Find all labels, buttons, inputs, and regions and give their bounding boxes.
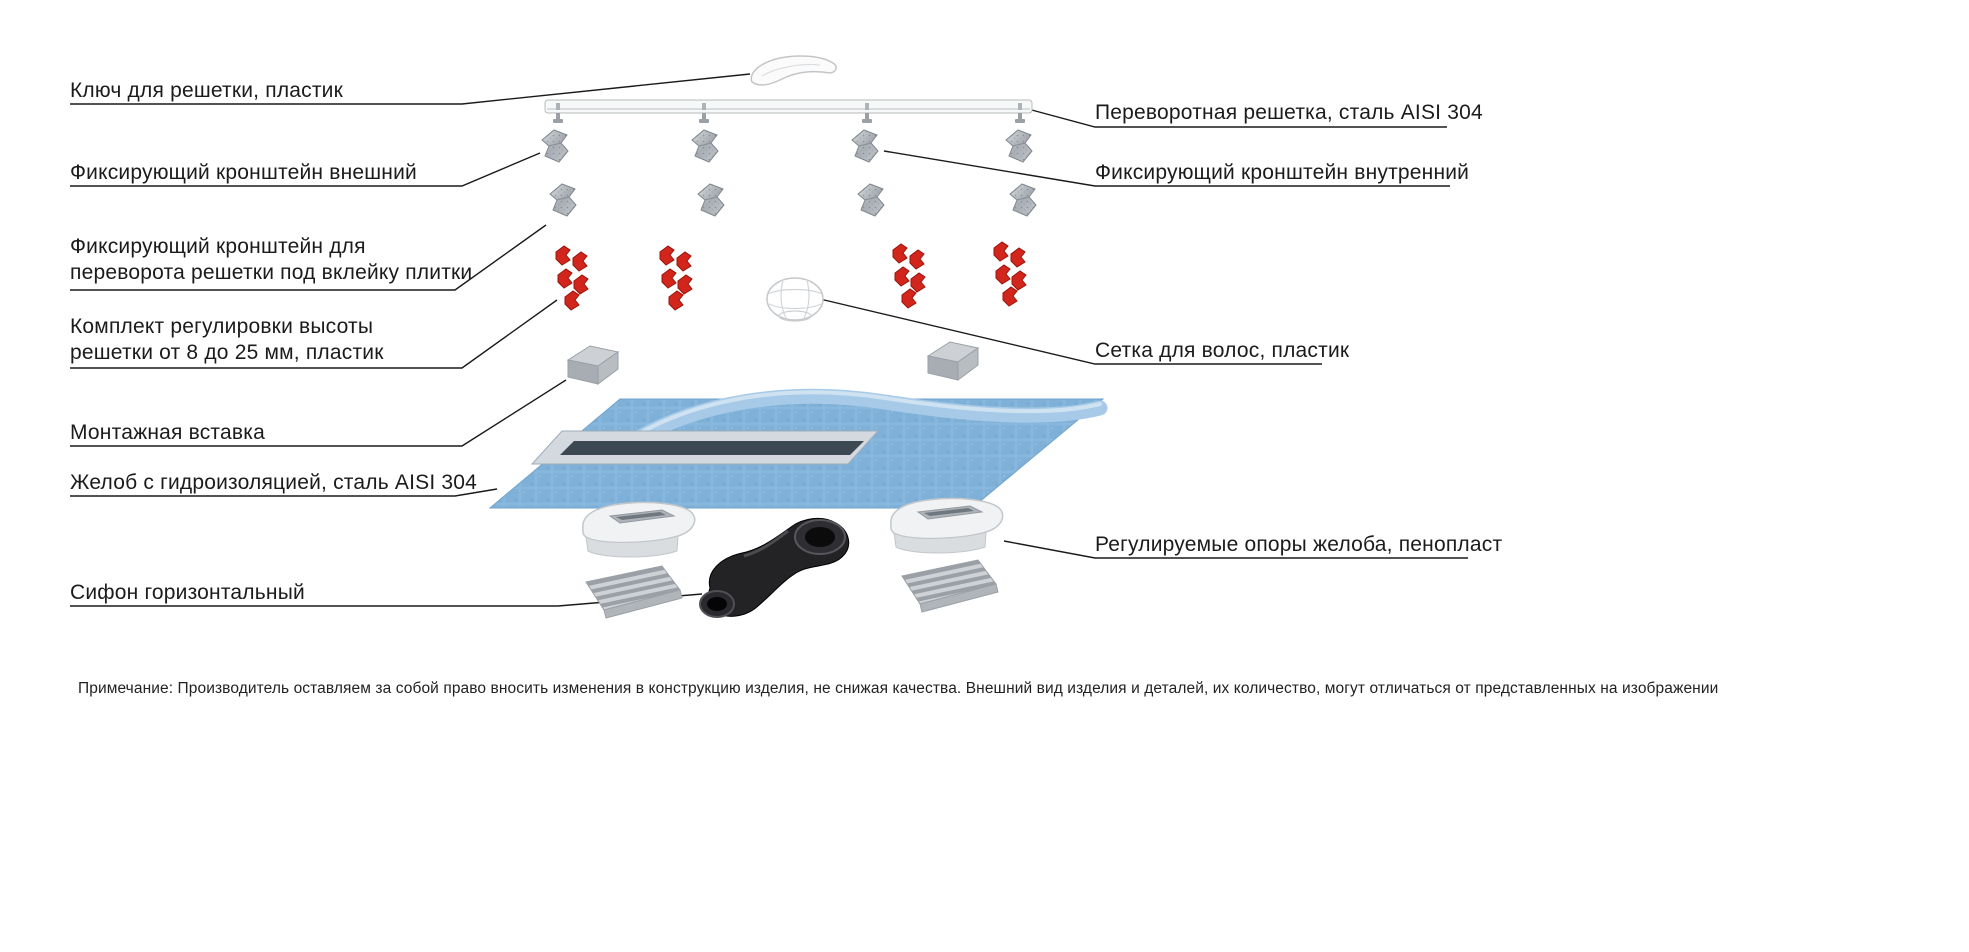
label-bracket-outer: Фиксирующий кронштейн внешний bbox=[70, 161, 417, 184]
label-grate-key: Ключ для решетки, пластик bbox=[70, 79, 343, 102]
grate-icon bbox=[544, 99, 1033, 123]
label-bracket-flip: Фиксирующий кронштейн для переворота реш… bbox=[70, 235, 473, 284]
ribbed-foam-icon bbox=[585, 559, 999, 619]
siphon-icon bbox=[699, 517, 850, 618]
mounting-insert-icon bbox=[567, 341, 979, 385]
membrane-channel-icon bbox=[488, 388, 1108, 509]
foam-support-icon bbox=[582, 497, 1004, 558]
grate-key-icon bbox=[750, 55, 837, 86]
fixing-bracket-flip-icon bbox=[549, 183, 1037, 217]
hair-net-icon bbox=[766, 277, 824, 322]
label-grate: Переворотная решетка, сталь AISI 304 bbox=[1095, 101, 1483, 124]
label-foam-supports: Регулируемые опоры желоба, пенопласт bbox=[1095, 533, 1503, 556]
label-channel-membrane: Желоб с гидроизоляцией, сталь AISI 304 bbox=[70, 471, 478, 494]
height-adjust-clips-icon bbox=[556, 242, 1026, 310]
label-hair-net: Сетка для волос, пластик bbox=[1095, 339, 1350, 362]
label-height-kit: Комплект регулировки высоты решетки от 8… bbox=[70, 315, 384, 364]
footnote: Примечание: Производитель оставляем за с… bbox=[78, 680, 1719, 697]
fixing-bracket-outer-icon bbox=[541, 129, 1033, 163]
label-bracket-inner: Фиксирующий кронштейн внутренний bbox=[1095, 161, 1470, 184]
label-mounting-insert: Монтажная вставка bbox=[70, 421, 265, 444]
label-siphon: Сифон горизонтальный bbox=[70, 581, 305, 604]
